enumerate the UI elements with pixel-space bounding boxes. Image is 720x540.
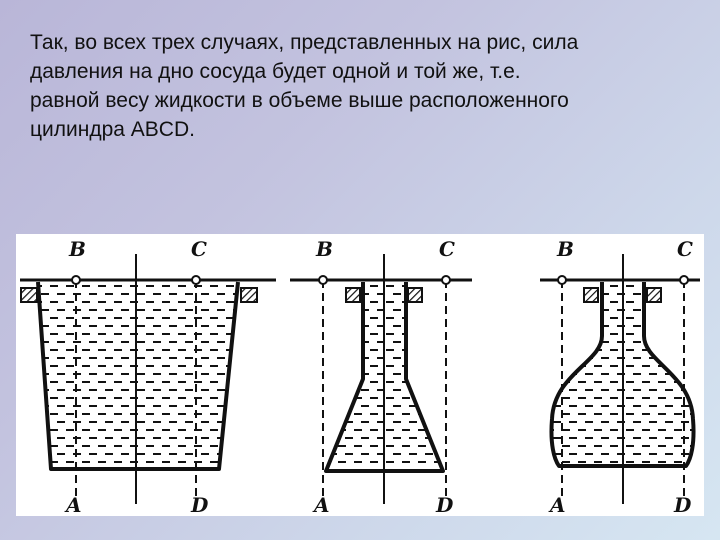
text-line: цилиндра ABCD. <box>30 118 195 141</box>
label-d: D <box>435 493 454 516</box>
label-b: B <box>315 237 333 261</box>
point-c <box>191 275 201 285</box>
label-b: B <box>68 237 86 261</box>
liquid-fill <box>38 282 238 469</box>
text-line: равной весу жидкости в объеме выше распо… <box>30 89 569 112</box>
label-c: C <box>439 237 455 261</box>
text-line: давления на дно сосуда будет одной и той… <box>30 60 521 83</box>
vessel-3: B C A D <box>540 237 700 516</box>
slide-text: Так, во всех трех случаях, представленны… <box>30 28 710 144</box>
point-b <box>557 275 567 285</box>
support-hatch-right <box>240 287 258 303</box>
label-a: A <box>312 493 330 516</box>
point-c <box>441 275 451 285</box>
point-c <box>679 275 689 285</box>
vessels-figure: B C A D B C A D <box>16 234 704 516</box>
label-b: B <box>556 237 574 261</box>
vessel-1: B C A D <box>20 237 276 516</box>
point-b <box>71 275 81 285</box>
label-c: C <box>191 237 207 261</box>
text-line: Так, во всех трех случаях, представленны… <box>30 31 579 54</box>
support-hatch-right <box>407 287 423 303</box>
support-hatch-right <box>646 287 662 303</box>
support-hatch-left <box>20 287 38 303</box>
point-b <box>318 275 328 285</box>
label-d: D <box>673 493 692 516</box>
label-a: A <box>64 493 82 516</box>
support-hatch-left <box>583 287 599 303</box>
label-d: D <box>190 493 209 516</box>
label-a: A <box>548 493 566 516</box>
support-hatch-left <box>345 287 361 303</box>
vessel-2: B C A D <box>290 237 472 516</box>
label-c: C <box>677 237 693 261</box>
